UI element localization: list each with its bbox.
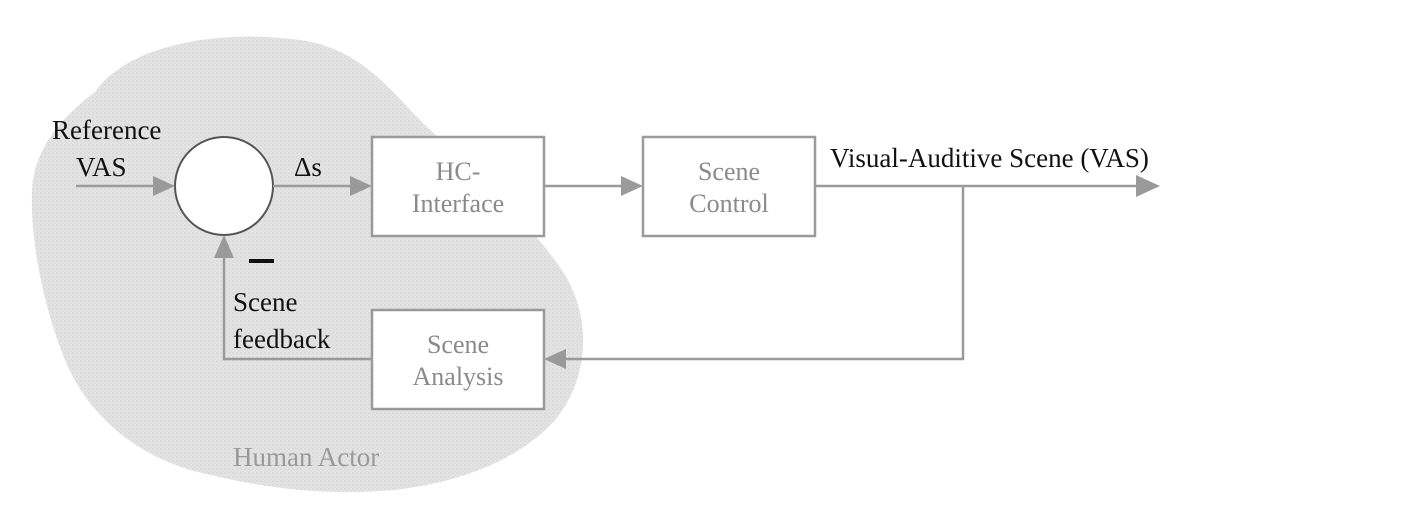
scene-control-label-line2: Control xyxy=(689,189,768,218)
scene-output-arrowhead xyxy=(1136,175,1160,197)
reference-label-line1: Reference xyxy=(52,115,161,145)
negative-feedback-sign xyxy=(249,259,274,263)
feedback-to-junction-arrowhead xyxy=(214,235,234,258)
feedback-return-line xyxy=(566,186,965,361)
scene-control-label-line1: Scene xyxy=(698,157,760,186)
scene-analysis-label-line2: Analysis xyxy=(413,362,504,391)
feedback-label-line1: Scene xyxy=(233,287,297,317)
scene-analysis-label-line1: Scene xyxy=(427,330,489,359)
hc-interface-label-line1: HC- xyxy=(436,157,481,186)
reference-label-line2: VAS xyxy=(76,152,127,182)
reference-input-arrowhead xyxy=(153,176,175,196)
interface-to-control-arrowhead xyxy=(621,176,643,196)
feedback-to-junction-line xyxy=(222,257,372,361)
human-actor-region xyxy=(31,36,584,493)
scene-analysis-block xyxy=(370,308,546,411)
summing-junction xyxy=(174,136,274,236)
human-actor-label: Human Actor xyxy=(233,442,379,472)
delta-s-label: Δs xyxy=(294,152,322,182)
scene-control-block xyxy=(641,135,817,238)
feedback-return-arrowhead xyxy=(544,349,566,369)
scene-output-label: Visual-Auditive Scene (VAS) xyxy=(830,143,1149,173)
hc-interface-label-line2: Interface xyxy=(412,189,504,218)
error-signal-arrowhead xyxy=(350,176,372,196)
hc-interface-block xyxy=(370,135,546,238)
feedback-label-line2: feedback xyxy=(233,324,331,354)
